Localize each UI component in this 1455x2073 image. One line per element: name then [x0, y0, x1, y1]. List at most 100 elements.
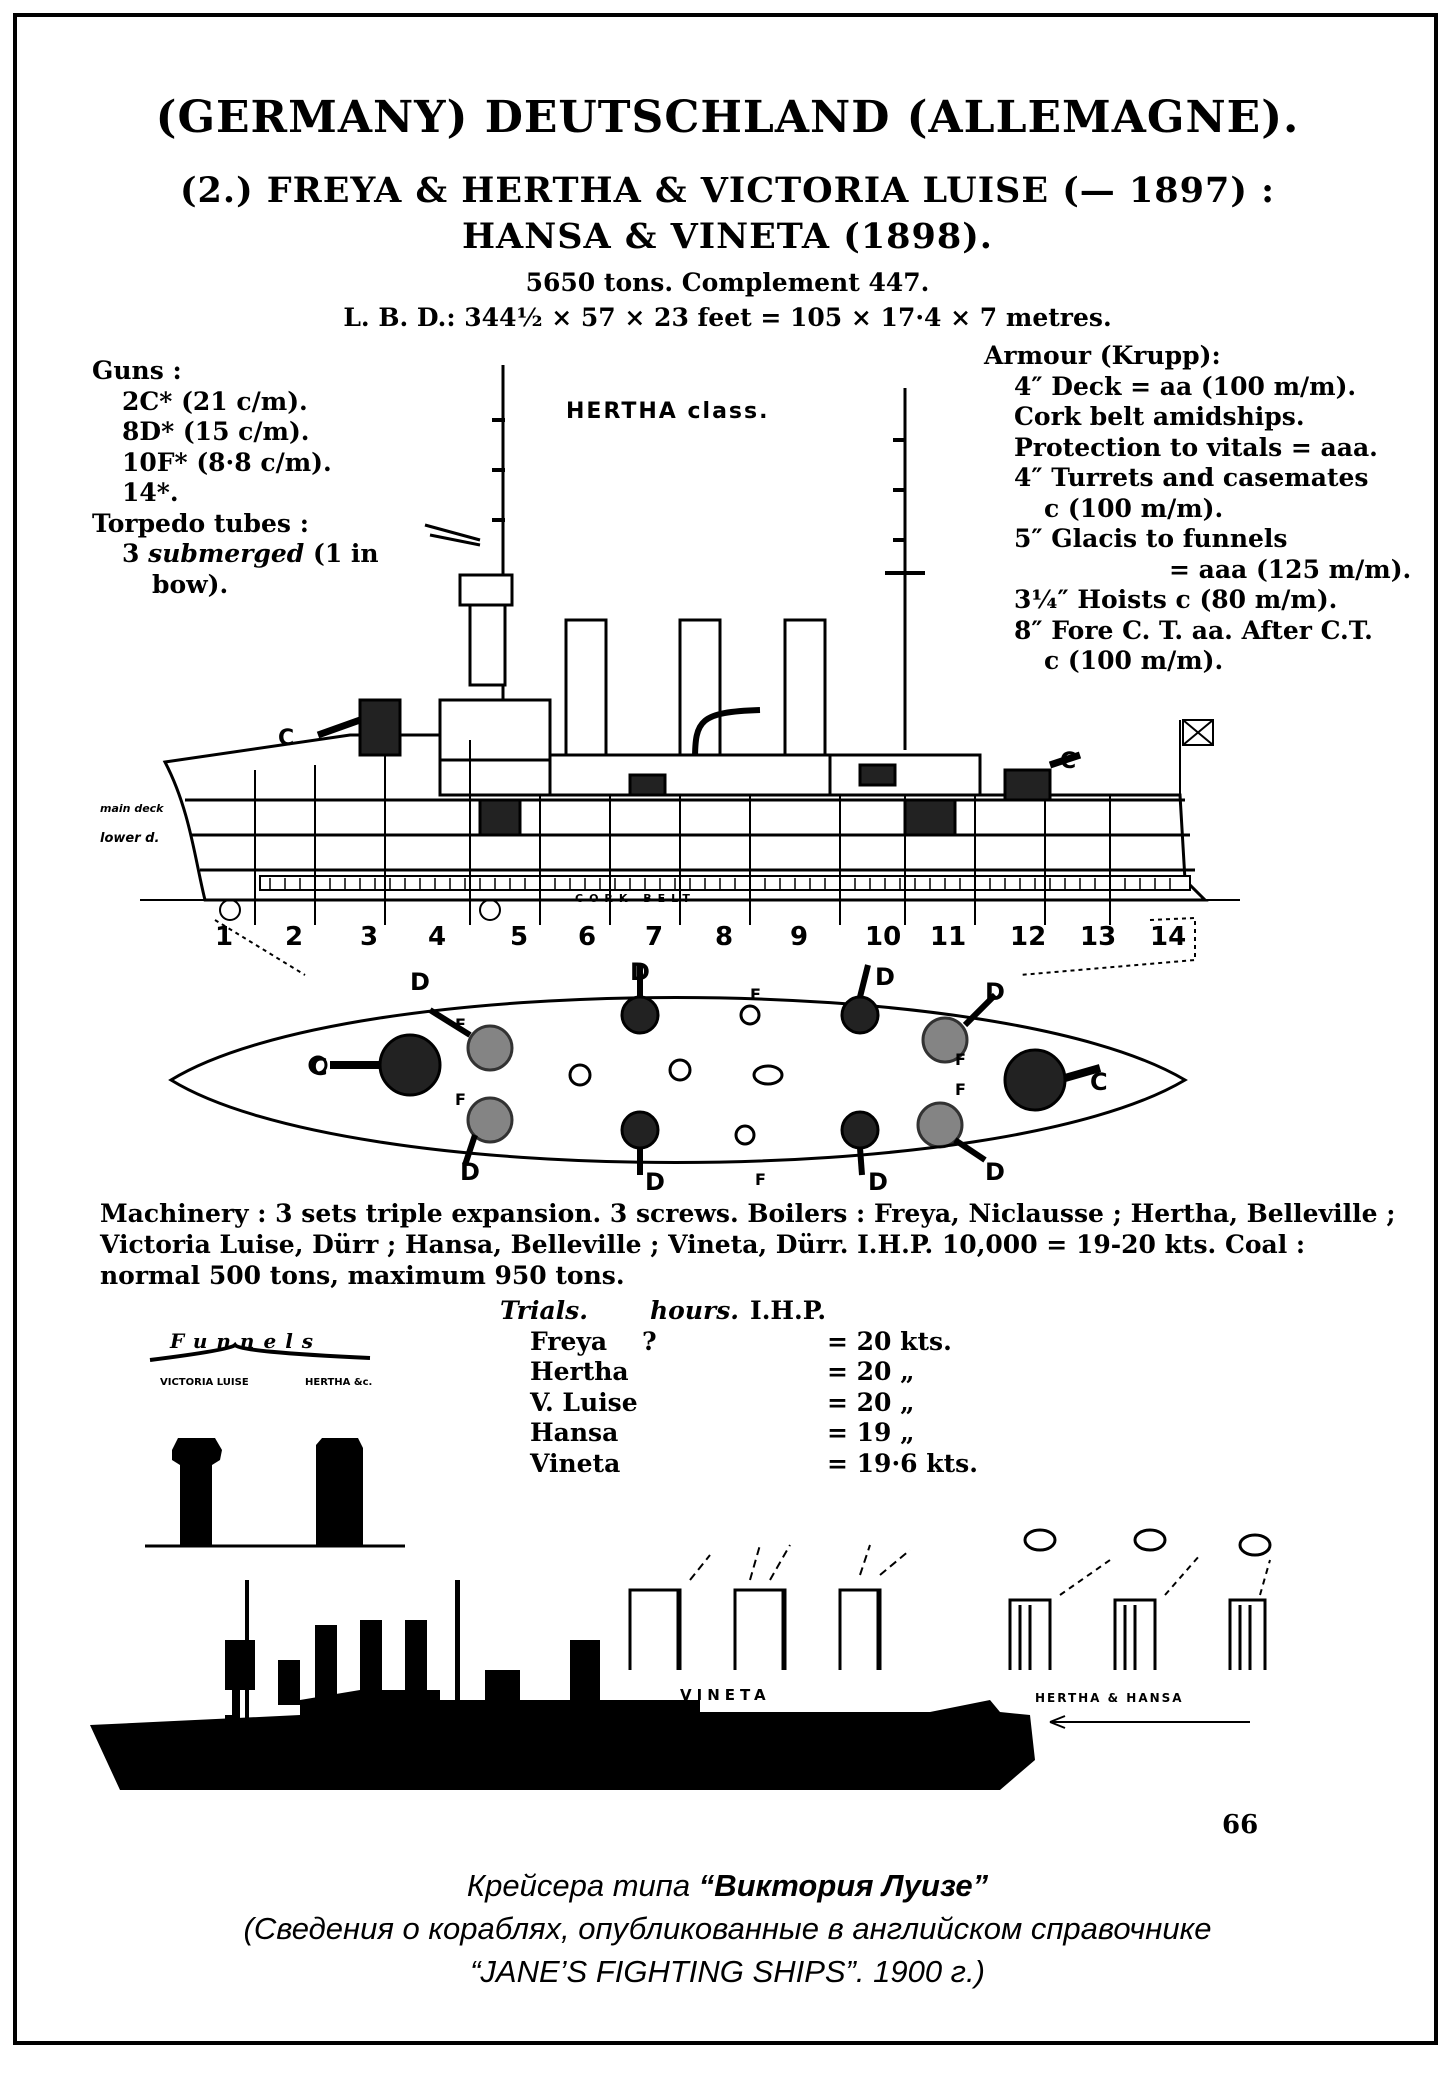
- caption-ship-name: “Виктория Луизе”: [698, 1868, 989, 1903]
- trial-result: = 19 „: [827, 1418, 915, 1447]
- trial-ship: Hertha: [530, 1357, 629, 1386]
- page-border: [13, 13, 1438, 2045]
- gun-item: 14*.: [122, 478, 179, 507]
- guns-block: Guns : 2C* (21 c/m). 8D* (15 c/m). 10F* …: [92, 356, 379, 600]
- class-label: HERTHA class.: [566, 399, 769, 424]
- gun-letter-d: D: [645, 1168, 665, 1196]
- trials-row: V. Luise= 20 „: [500, 1388, 1067, 1419]
- gun-letter-d: D: [985, 978, 1005, 1006]
- armour-block: Armour (Krupp): 4″ Deck = aa (100 m/m). …: [984, 341, 1411, 677]
- machinery-line: Machinery : 3 sets triple expansion. 3 s…: [100, 1199, 1396, 1228]
- gun-letter-f: F: [455, 1090, 466, 1109]
- trial-result: = 19·6 kts.: [827, 1448, 978, 1478]
- compartment-number: 6: [578, 922, 596, 952]
- trials-row: Hansa= 19 „: [500, 1418, 1067, 1449]
- torpedo-count: 3: [122, 539, 140, 568]
- compartment-number: 10: [865, 922, 901, 952]
- trials-header: Trials. hours. I.H.P.: [500, 1296, 1067, 1327]
- armour-line: 5″ Glacis to funnels: [1014, 524, 1288, 553]
- trials-row: Freya?= 20 kts.: [500, 1327, 1067, 1358]
- ship-class-title-2: HANSA & VINETA (1898).: [461, 216, 993, 257]
- compartment-number: 1: [215, 922, 233, 952]
- compartment-number: 11: [930, 922, 966, 952]
- gun-letter-d: D: [630, 958, 650, 986]
- armour-line: 4″ Deck = aa (100 m/m).: [1014, 371, 1357, 401]
- ship-silhouette: [90, 1580, 1035, 1790]
- torpedo-heading: Torpedo tubes :: [92, 508, 309, 538]
- trials-table: Trials. hours. I.H.P. Freya?= 20 kts. He…: [500, 1296, 1067, 1479]
- gun-letter-c: C: [1090, 1068, 1108, 1096]
- trials-row: Vineta = 19·6 kts.: [500, 1449, 1067, 1480]
- machinery-line: Victoria Luise, Dürr ; Hansa, Belleville…: [100, 1230, 1306, 1259]
- trials-header-cell: Trials.: [500, 1296, 588, 1325]
- main-deck-label: main deck: [100, 802, 164, 815]
- funnel: [564, 618, 608, 757]
- gun-letter-c: C: [1060, 749, 1076, 774]
- funnel-label-victoria-luise: VICTORIA LUISE: [160, 1377, 249, 1388]
- trials-header-cell: hours.: [650, 1296, 739, 1325]
- compartment-number: 7: [645, 922, 663, 952]
- cork-belt: [259, 875, 1191, 891]
- trial-ship: Vineta: [530, 1448, 621, 1478]
- armour-line: Protection to vitals = aaa.: [1014, 432, 1378, 462]
- armour-line: = aaa (125 m/m).: [1169, 554, 1412, 584]
- page-number: 66: [1222, 1810, 1259, 1840]
- gun-item: 10F* (8·8 c/m).: [122, 447, 332, 477]
- machinery-line: normal 500 tons, maximum 950 tons.: [100, 1261, 625, 1290]
- caption-line-3: “JANE’S FIGHTING SHIPS”. 1900 г.): [470, 1954, 985, 1989]
- casemate: [358, 698, 402, 757]
- vineta-label: VINETA: [680, 1686, 771, 1704]
- gun-letter-d: D: [868, 1168, 888, 1196]
- lower-deck-label: lower d.: [100, 831, 159, 846]
- funnel-label-hertha: HERTHA &c.: [305, 1377, 372, 1388]
- page-title: (GERMANY) DEUTSCHLAND (ALLEMAGNE).: [155, 92, 1300, 143]
- dimensions: L. B. D.: 344½ × 57 × 23 feet = 105 × 17…: [343, 303, 1112, 332]
- compartment-number: 13: [1080, 922, 1116, 952]
- compartment-number: 5: [510, 922, 528, 952]
- compartment-number: 14: [1150, 922, 1186, 952]
- gun-letter-f: F: [455, 1015, 466, 1034]
- trials-header-cell: I.H.P.: [750, 1296, 827, 1325]
- caption-prefix: Крейсера типа: [466, 1868, 699, 1903]
- funnel: [783, 618, 827, 757]
- cork-belt-label: CORK BELT: [575, 892, 696, 905]
- gun-letter-f: F: [955, 1050, 966, 1069]
- hull: [162, 733, 1209, 902]
- armour-heading: Armour (Krupp):: [984, 341, 1221, 370]
- compartment-number: 3: [360, 922, 378, 952]
- vineta-funnel-sketch: VINETA: [628, 1544, 911, 1729]
- gun-item: 2C* (21 c/m).: [122, 386, 308, 416]
- funnels-diagram: Funnels VICTORIA LUISE HERTHA &c.: [145, 1329, 405, 1548]
- trial-hours: [642, 1449, 827, 1480]
- trials-row: Hertha= 20 „: [500, 1357, 1067, 1388]
- armour-line: 4″ Turrets and casemates: [1014, 463, 1369, 492]
- gun-letter-d: D: [460, 1158, 480, 1186]
- guns-heading: Guns :: [92, 356, 182, 385]
- gun-letter-f: F: [755, 1170, 766, 1189]
- trial-hours: [642, 1357, 827, 1388]
- armour-line: 3¼″ Hoists c (80 m/m).: [1014, 585, 1338, 614]
- caption-line-1: Крейсера типа “Виктория Луизе”: [0, 1868, 1455, 1904]
- ship-class-title: (2.) FREYA & HERTHA & VICTORIA LUISE (— …: [179, 170, 1276, 211]
- compartment-number: 12: [1010, 922, 1046, 952]
- trial-hours: ?: [642, 1326, 657, 1356]
- torpedo-note: (1 in: [312, 539, 379, 568]
- compartment-number: 9: [790, 922, 808, 952]
- compartment-number: 8: [715, 922, 733, 952]
- tonnage-complement: 5650 tons. Complement 447.: [525, 268, 930, 297]
- gun-letter-d: D: [985, 1158, 1005, 1186]
- compartment-number: 4: [428, 922, 446, 952]
- gun-letter-f: F: [955, 1080, 966, 1099]
- gun-letter-c: C: [310, 1053, 328, 1081]
- gun-letter-f: F: [750, 985, 761, 1004]
- armour-line: 8″ Fore C. T. aa. After C.T.: [1014, 615, 1373, 645]
- gun-item: 8D* (15 c/m).: [122, 417, 310, 446]
- trial-result: = 20 „: [827, 1387, 915, 1417]
- trial-hours: [642, 1418, 827, 1449]
- funnel-icon: [172, 1438, 222, 1545]
- machinery-paragraph: Machinery : 3 sets triple expansion. 3 s…: [100, 1198, 1396, 1291]
- trial-result: = 20 kts.: [827, 1326, 952, 1356]
